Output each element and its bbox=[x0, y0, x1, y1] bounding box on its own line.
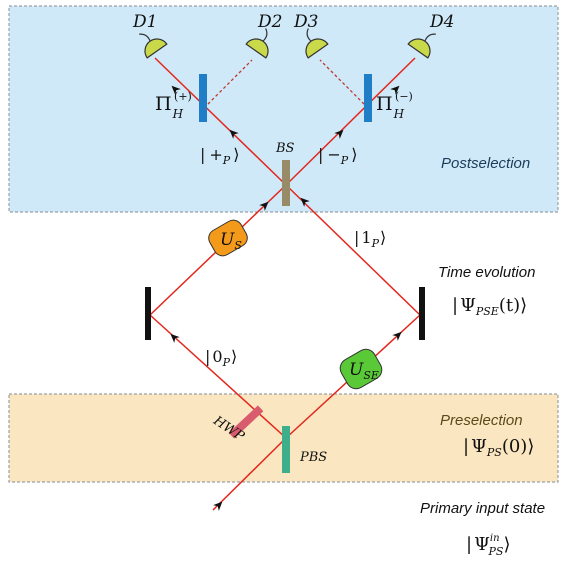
ket-one-p: |1P⟩ bbox=[354, 228, 386, 250]
input-beam bbox=[212, 437, 287, 511]
beam-splitter bbox=[282, 160, 290, 206]
postselection-label: Postselection bbox=[441, 155, 530, 172]
time-evolution-label: Time evolution bbox=[438, 264, 535, 281]
arrow-left-mid bbox=[171, 85, 181, 95]
detector-d4-icon bbox=[407, 33, 436, 59]
detector-label-d4: D4 bbox=[429, 12, 454, 32]
beam-bs-to-right-out bbox=[285, 57, 416, 186]
beam-bs-to-left-out bbox=[154, 57, 287, 186]
detector-d3-icon bbox=[305, 28, 329, 59]
polarizing-beam-splitter bbox=[282, 426, 290, 473]
arrow-out-right bbox=[334, 129, 344, 139]
projector-left-label: ΠH(+) bbox=[155, 90, 192, 121]
dashed-line-d3 bbox=[319, 59, 369, 109]
beam-right-mirror-to-bs bbox=[285, 184, 421, 316]
arrow-lower-left bbox=[170, 333, 180, 343]
half-wave-plate bbox=[228, 405, 264, 439]
projector-right-label: ΠH(−) bbox=[376, 90, 413, 121]
dashed-line-d2 bbox=[203, 59, 253, 109]
detector-label-d2: D2 bbox=[257, 12, 282, 32]
detector-label-d1: D1 bbox=[132, 12, 157, 32]
dashed-detector-links bbox=[203, 59, 369, 109]
primary-input-label: Primary input state bbox=[420, 500, 545, 517]
right-mirror bbox=[419, 287, 425, 340]
state-time-evolution: |ΨPSE(t)⟩ bbox=[452, 295, 527, 318]
ket-zero-p: |0P⟩ bbox=[205, 347, 237, 369]
detector-d1-icon bbox=[139, 33, 168, 59]
use-label: USE bbox=[349, 360, 379, 382]
preselection-label: Preselection bbox=[440, 412, 523, 429]
arrow-out-left bbox=[229, 129, 239, 139]
us-label: US bbox=[220, 230, 242, 252]
projector-left bbox=[199, 74, 207, 122]
arrow-upper-right bbox=[300, 197, 310, 207]
state-preselection: |ΨPS(0)⟩ bbox=[463, 436, 534, 459]
arrow-upper-left bbox=[259, 201, 269, 211]
projector-right bbox=[364, 74, 372, 122]
pbs-label: PBS bbox=[299, 450, 327, 465]
arrow-right-mid bbox=[390, 85, 400, 95]
unitary-us bbox=[208, 219, 248, 257]
left-mirror bbox=[145, 287, 151, 340]
detector-label-d3: D3 bbox=[293, 12, 318, 32]
detector-d2-icon bbox=[245, 28, 269, 59]
arrow-lower-right bbox=[392, 331, 402, 341]
beam-splitter-label: BS bbox=[275, 141, 295, 156]
unitary-use bbox=[339, 348, 383, 390]
